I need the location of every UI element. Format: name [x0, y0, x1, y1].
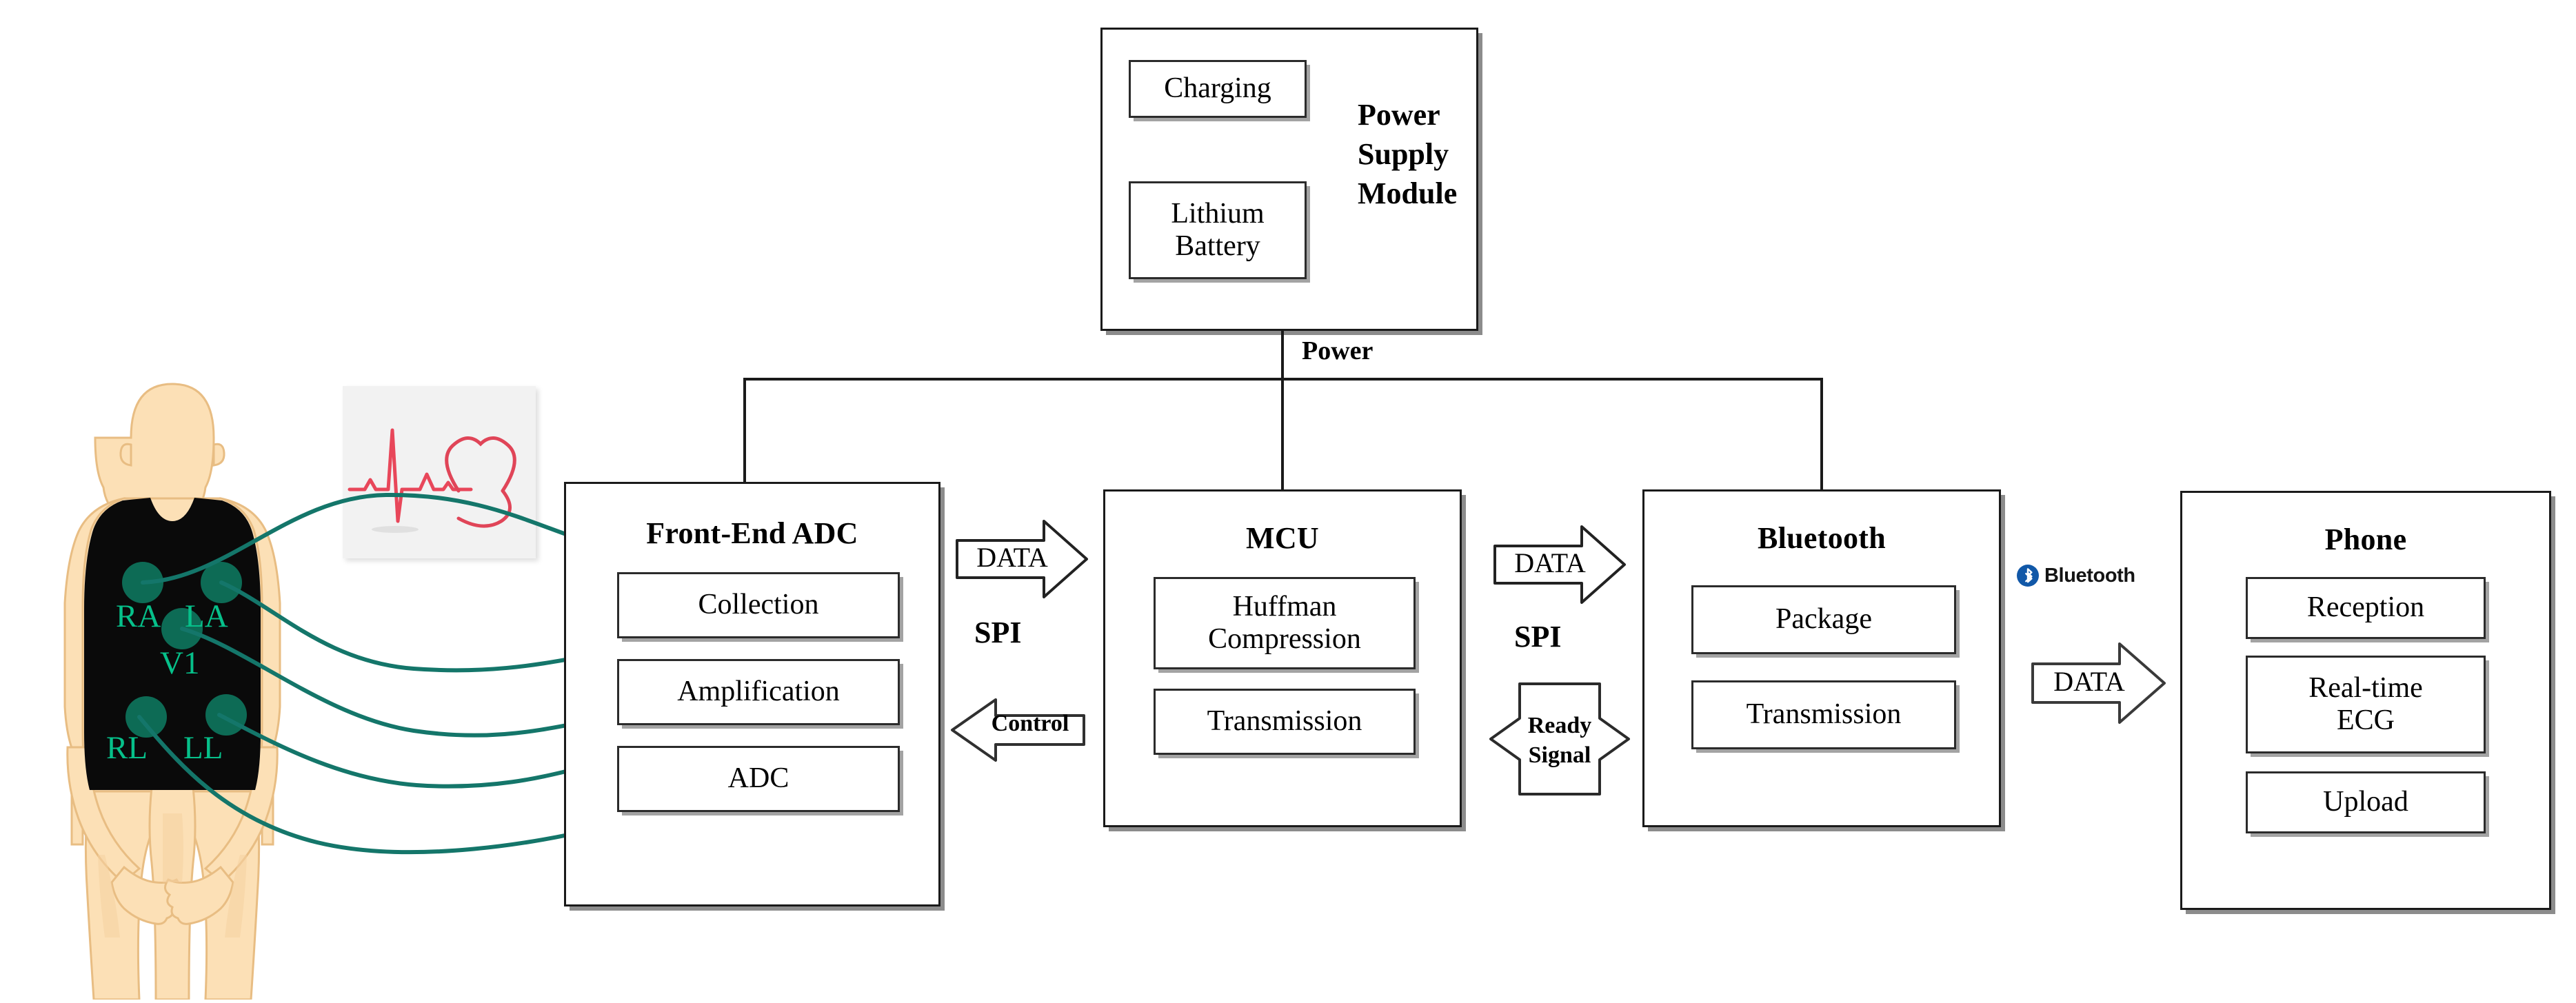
- bluetooth-link-mark: Bluetooth: [2016, 564, 2135, 587]
- ecg-lead-wires: [0, 372, 634, 917]
- huffman-label: Huffman: [1232, 590, 1337, 622]
- patient-figure: RA LA V1 RL LL: [28, 372, 317, 1001]
- adc-item-adc[interactable]: ADC: [617, 746, 900, 812]
- bluetooth-link-label: Bluetooth: [2044, 564, 2135, 587]
- compression-label: Compression: [1208, 623, 1361, 655]
- electrode-label-ra: RA: [116, 598, 161, 634]
- package-label: Package: [1775, 603, 1872, 636]
- collection-label: Collection: [698, 589, 819, 621]
- signal-label: Signal: [1528, 742, 1591, 768]
- ready-label: Ready: [1527, 713, 1592, 738]
- data-arrow-bluetooth-to-phone: DATA: [2031, 641, 2166, 725]
- bluetooth-box: Bluetooth Package Transmission: [1642, 489, 2001, 827]
- ps-title-line-1: Power: [1358, 98, 1440, 132]
- reception-label: Reception: [2306, 591, 2425, 624]
- mcu-transmission-label: Transmission: [1207, 705, 1362, 738]
- data-arrow-mcu-to-bluetooth: DATA: [1493, 524, 1626, 605]
- adc-label: ADC: [727, 762, 789, 795]
- spi-bus-label-mcu-bt: SPI: [1514, 620, 1562, 654]
- control-arrow-mcu-to-adc: Control: [950, 698, 1085, 762]
- phone-item-real-time-ecg[interactable]: Real-time ECG: [2246, 656, 2486, 753]
- ecg-label: ECG: [2337, 705, 2395, 736]
- bluetooth-item-transmission[interactable]: Transmission: [1691, 680, 1956, 749]
- electrode-dot-rl: [125, 696, 167, 738]
- power-drop-front-end-adc: [743, 378, 746, 483]
- mcu-item-transmission[interactable]: Transmission: [1154, 689, 1416, 755]
- phone-title: Phone: [2324, 523, 2407, 556]
- electrode-label-rl: RL: [106, 730, 148, 766]
- ready-signal-double-arrow: Ready Signal: [1488, 663, 1631, 815]
- ecg-waveform-thumbnail: [343, 386, 536, 558]
- adc-item-collection[interactable]: Collection: [617, 572, 900, 638]
- mcu-title: MCU: [1246, 521, 1319, 555]
- mcu-box: MCU Huffman Compression Transmission: [1103, 489, 1462, 827]
- ps-title-line-2: Supply: [1358, 137, 1449, 172]
- battery-label: Battery: [1175, 230, 1260, 262]
- power-line-label: Power: [1302, 336, 1373, 365]
- electrode-label-v1: V1: [160, 645, 200, 681]
- upload-label: Upload: [2323, 786, 2408, 818]
- real-time-label: Real-time: [2308, 671, 2423, 704]
- bluetooth-title: Bluetooth: [1757, 521, 1886, 555]
- power-supply-item-lithium-battery[interactable]: Lithium Battery: [1129, 181, 1307, 279]
- electrode-label-ll: LL: [183, 730, 223, 766]
- bt-transmission-label: Transmission: [1746, 698, 1902, 731]
- spi-bus-label-adc-mcu: SPI: [974, 616, 1022, 649]
- control-arrow-label: Control: [991, 711, 1069, 736]
- lithium-label: Lithium: [1171, 197, 1265, 230]
- bluetooth-icon: [2017, 565, 2039, 587]
- amplification-label: Amplification: [677, 676, 840, 708]
- power-drop-bluetooth: [1820, 378, 1823, 491]
- phone-item-reception[interactable]: Reception: [2246, 577, 2486, 639]
- data-arrow-mcu-bt-label: DATA: [1514, 547, 1586, 578]
- data-arrow-bt-phone-label: DATA: [2053, 666, 2125, 697]
- power-supply-module-title: Power Supply Module: [1358, 95, 1482, 214]
- power-drop-mcu: [1281, 378, 1284, 491]
- charging-label: Charging: [1164, 72, 1271, 105]
- mcu-item-huffman-compression[interactable]: Huffman Compression: [1154, 577, 1416, 669]
- phone-item-upload[interactable]: Upload: [2246, 771, 2486, 833]
- ps-title-line-3: Module: [1358, 176, 1458, 211]
- electrode-label-la: LA: [185, 598, 228, 634]
- front-end-adc-title: Front-End ADC: [646, 516, 858, 550]
- front-end-adc-box: Front-End ADC Collection Amplification A…: [564, 482, 940, 906]
- bluetooth-item-package[interactable]: Package: [1691, 585, 1956, 654]
- data-arrow-adc-mcu-label: DATA: [976, 542, 1048, 573]
- power-supply-module-box: Power Supply Module Charging Lithium Bat…: [1100, 28, 1478, 331]
- adc-item-amplification[interactable]: Amplification: [617, 659, 900, 725]
- power-supply-item-charging[interactable]: Charging: [1129, 60, 1307, 118]
- power-feed-line-top: [1281, 331, 1284, 379]
- phone-box: Phone Reception Real-time ECG Upload: [2180, 491, 2551, 910]
- data-arrow-adc-to-mcu: DATA: [956, 518, 1088, 600]
- ready-signal-label: Ready Signal: [1488, 711, 1631, 770]
